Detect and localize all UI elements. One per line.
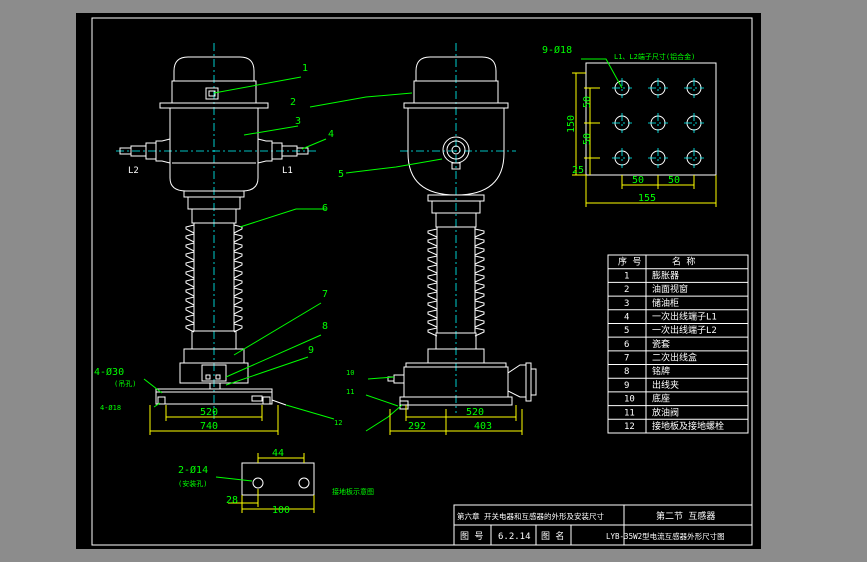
dim-terminal-150: 150 <box>566 115 577 133</box>
table-cell-name: 铭牌 <box>652 365 670 377</box>
callout-9: 9 <box>308 345 314 356</box>
parts-table: 序 号 名 称 1 膨胀器 2 油面视窗 3 储油柜 4 一次出线端子L1 5 一次出线端子L2 6 瓷套… <box>618 256 724 432</box>
callout-8: 8 <box>322 321 328 332</box>
table-cell-name: 油面视窗 <box>652 283 688 295</box>
table-cell-name: 底座 <box>652 393 670 405</box>
dim-520-front: 520 <box>200 407 218 418</box>
drawing-canvas <box>91 17 753 546</box>
table-cell-index: 9 <box>624 381 629 391</box>
dim-292: 292 <box>408 421 426 432</box>
drawing-no-label: 图 号 <box>460 531 483 542</box>
drawing-frame <box>91 17 753 546</box>
table-cell-index: 10 <box>624 395 635 405</box>
ground-plate-note: 接地板示意图 <box>332 487 374 496</box>
table-cell-index: 1 <box>624 271 629 281</box>
dim-100: 100 <box>272 505 290 516</box>
terminal-holes: 9-Ø18 <box>542 44 572 56</box>
dim-base-holes: 4-Ø18 <box>100 404 121 412</box>
callout-6: 6 <box>322 203 328 214</box>
drawing-sheet: L2 L1 1 2 3 4 5 6 7 8 9 10 11 12 4-Ø30 (… <box>76 13 761 549</box>
dim-28: 28 <box>226 495 238 506</box>
table-cell-name: 二次出线盒 <box>652 352 697 364</box>
drawing-no: 6.2.14 <box>498 532 531 542</box>
callout-11: 11 <box>346 388 354 396</box>
label-L1: L1 <box>282 166 293 176</box>
table-cell-name: 接地板及接地螺栓 <box>652 420 724 432</box>
dim-520-side: 520 <box>466 407 484 418</box>
table-cell-name: 出线夹 <box>652 379 679 391</box>
title-chapter: 第六章 开关电器和互感器的外形及安装尺寸 <box>457 511 605 521</box>
terminal-detail <box>572 58 717 207</box>
terminal-title: L1、L2端子尺寸(铝合金) <box>614 52 695 61</box>
callout-3: 3 <box>295 116 301 127</box>
table-cell-name: 放油阀 <box>652 406 679 418</box>
callout-4: 4 <box>328 129 334 140</box>
table-cell-name: 储油柜 <box>652 297 679 309</box>
parts-table-grid <box>607 254 749 434</box>
table-cell-index: 5 <box>624 326 629 336</box>
dim-terminal-25: 25 <box>572 165 584 176</box>
callout-10: 10 <box>346 369 354 377</box>
callout-1: 1 <box>302 63 308 74</box>
table-cell-name: 膨胀器 <box>652 269 679 281</box>
title-section: 第二节 互感器 <box>656 510 715 522</box>
table-cell-index: 7 <box>624 354 629 364</box>
table-cell-index: 11 <box>624 408 635 418</box>
callout-5: 5 <box>338 169 344 180</box>
dim-740: 740 <box>200 421 218 432</box>
callout-2: 2 <box>290 97 296 108</box>
dim-lifting-note: (吊孔) <box>114 380 136 388</box>
table-cell-index: 12 <box>624 422 635 432</box>
dim-terminal-50c: 50 <box>632 175 644 186</box>
ground-plate-detail <box>215 453 315 513</box>
table-header-index: 序 号 <box>618 256 641 268</box>
dimension-lines <box>149 405 523 435</box>
dim-terminal-50a: 50 <box>582 96 593 108</box>
dim-44: 44 <box>272 448 284 459</box>
table-cell-index: 3 <box>624 299 629 309</box>
dim-lifting-holes: 4-Ø30 <box>94 366 124 378</box>
title-block-grid <box>453 504 753 546</box>
drawing-name-label: 图 名 <box>541 530 564 542</box>
drawing-name: LYB-35W2型电流互感器外形尺寸图 <box>606 531 725 541</box>
table-cell-name: 瓷套 <box>652 338 670 350</box>
table-cell-index: 4 <box>624 312 629 322</box>
table-header-name: 名 称 <box>672 256 695 268</box>
dim-403: 403 <box>474 421 492 432</box>
front-view <box>116 43 316 423</box>
side-view <box>387 43 537 413</box>
table-cell-name: 一次出线端子L2 <box>652 324 717 336</box>
text-layer: L2 L1 1 2 3 4 5 6 7 8 9 10 11 12 4-Ø30 (… <box>94 44 725 542</box>
table-cell-index: 6 <box>624 340 629 350</box>
label-L2: L2 <box>128 166 139 176</box>
dim-terminal-50b: 50 <box>582 133 593 145</box>
table-cell-index: 8 <box>624 367 629 377</box>
table-cell-index: 2 <box>624 285 629 295</box>
dim-terminal-155: 155 <box>638 193 656 204</box>
callout-12: 12 <box>334 419 342 427</box>
dim-mount-note: (安装孔) <box>178 479 207 488</box>
dim-mount-holes: 2-Ø14 <box>178 464 208 476</box>
table-cell-name: 一次出线端子L1 <box>652 310 717 322</box>
callout-7: 7 <box>322 289 328 300</box>
leader-lines <box>143 76 443 432</box>
dim-terminal-50d: 50 <box>668 175 680 186</box>
